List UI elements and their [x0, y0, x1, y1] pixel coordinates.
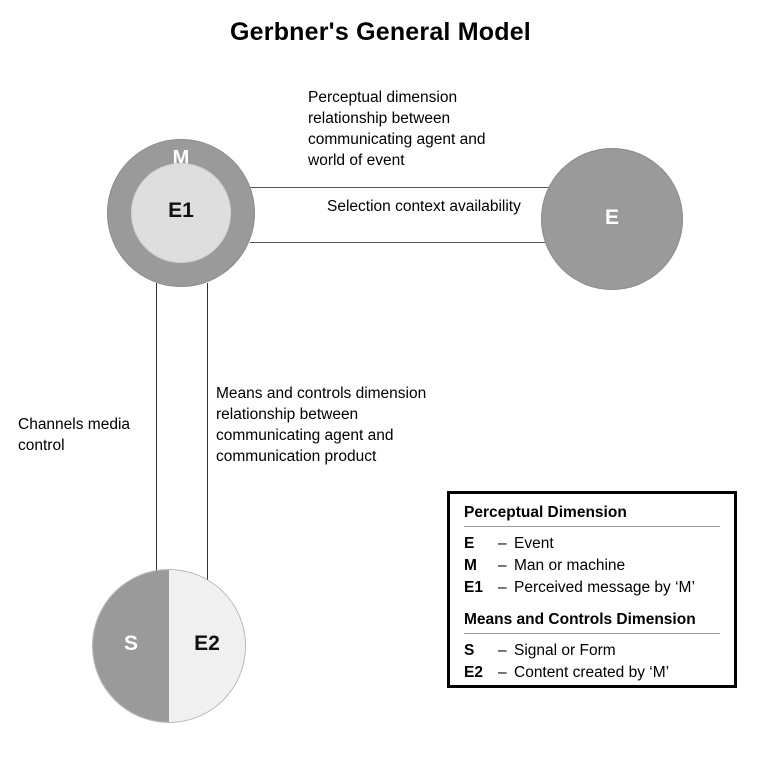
content-half	[169, 570, 245, 722]
means-and-controls-annotation: Means and controls dimension relationshi…	[216, 385, 427, 465]
selection-context-annotation: Selection context availability	[327, 198, 521, 215]
legend-desc: Content created by ‘M’	[514, 664, 670, 681]
legend-key: S	[464, 642, 475, 659]
legend-key: E2	[464, 664, 483, 681]
legend-section-title-means: Means and Controls Dimension	[464, 611, 720, 634]
legend-key: E1	[464, 579, 483, 596]
signal-content-node: S E2	[93, 570, 245, 722]
connector-m-to-s-left	[156, 283, 157, 580]
legend-key: M	[464, 557, 477, 574]
legend-row: M – Man or machine	[464, 555, 720, 577]
channels-media-control-annotation: Channels media control	[18, 416, 131, 454]
event-node: E	[541, 148, 683, 290]
legend-row: E1 – Perceived message by ‘M’	[464, 577, 720, 599]
legend-desc: Perceived message by ‘M’	[514, 579, 695, 596]
legend-dash: –	[498, 579, 507, 596]
legend-row: E2 – Content created by ‘M’	[464, 662, 720, 684]
legend-row: S – Signal or Form	[464, 640, 720, 662]
legend-box: Perceptual Dimension E – Event M – Man o…	[447, 491, 737, 688]
legend-dash: –	[498, 557, 507, 574]
legend-key: E	[464, 535, 475, 552]
event-label: E	[604, 206, 619, 229]
legend-desc: Signal or Form	[514, 642, 616, 659]
perceived-message-label: E1	[168, 199, 194, 222]
perceived-message-node: E1	[131, 163, 231, 263]
connector-m-to-e-bottom	[250, 242, 549, 243]
legend-desc: Event	[514, 535, 554, 552]
legend-dash: –	[498, 535, 507, 552]
legend-desc: Man or machine	[514, 557, 626, 574]
page-title: Gerbner's General Model	[230, 18, 531, 46]
legend-section-title-perceptual: Perceptual Dimension	[464, 504, 720, 527]
signal-half	[93, 570, 169, 722]
signal-label: S	[123, 632, 138, 655]
legend-dash: –	[498, 642, 507, 659]
perceptual-dimension-annotation: Perceptual dimension relationship betwee…	[308, 89, 486, 169]
connector-m-to-e2-right	[207, 283, 208, 580]
legend-dash: –	[498, 664, 507, 681]
connector-m-to-e-top	[250, 187, 549, 188]
legend-row: E – Event	[464, 533, 720, 555]
content-label: E2	[194, 632, 220, 655]
